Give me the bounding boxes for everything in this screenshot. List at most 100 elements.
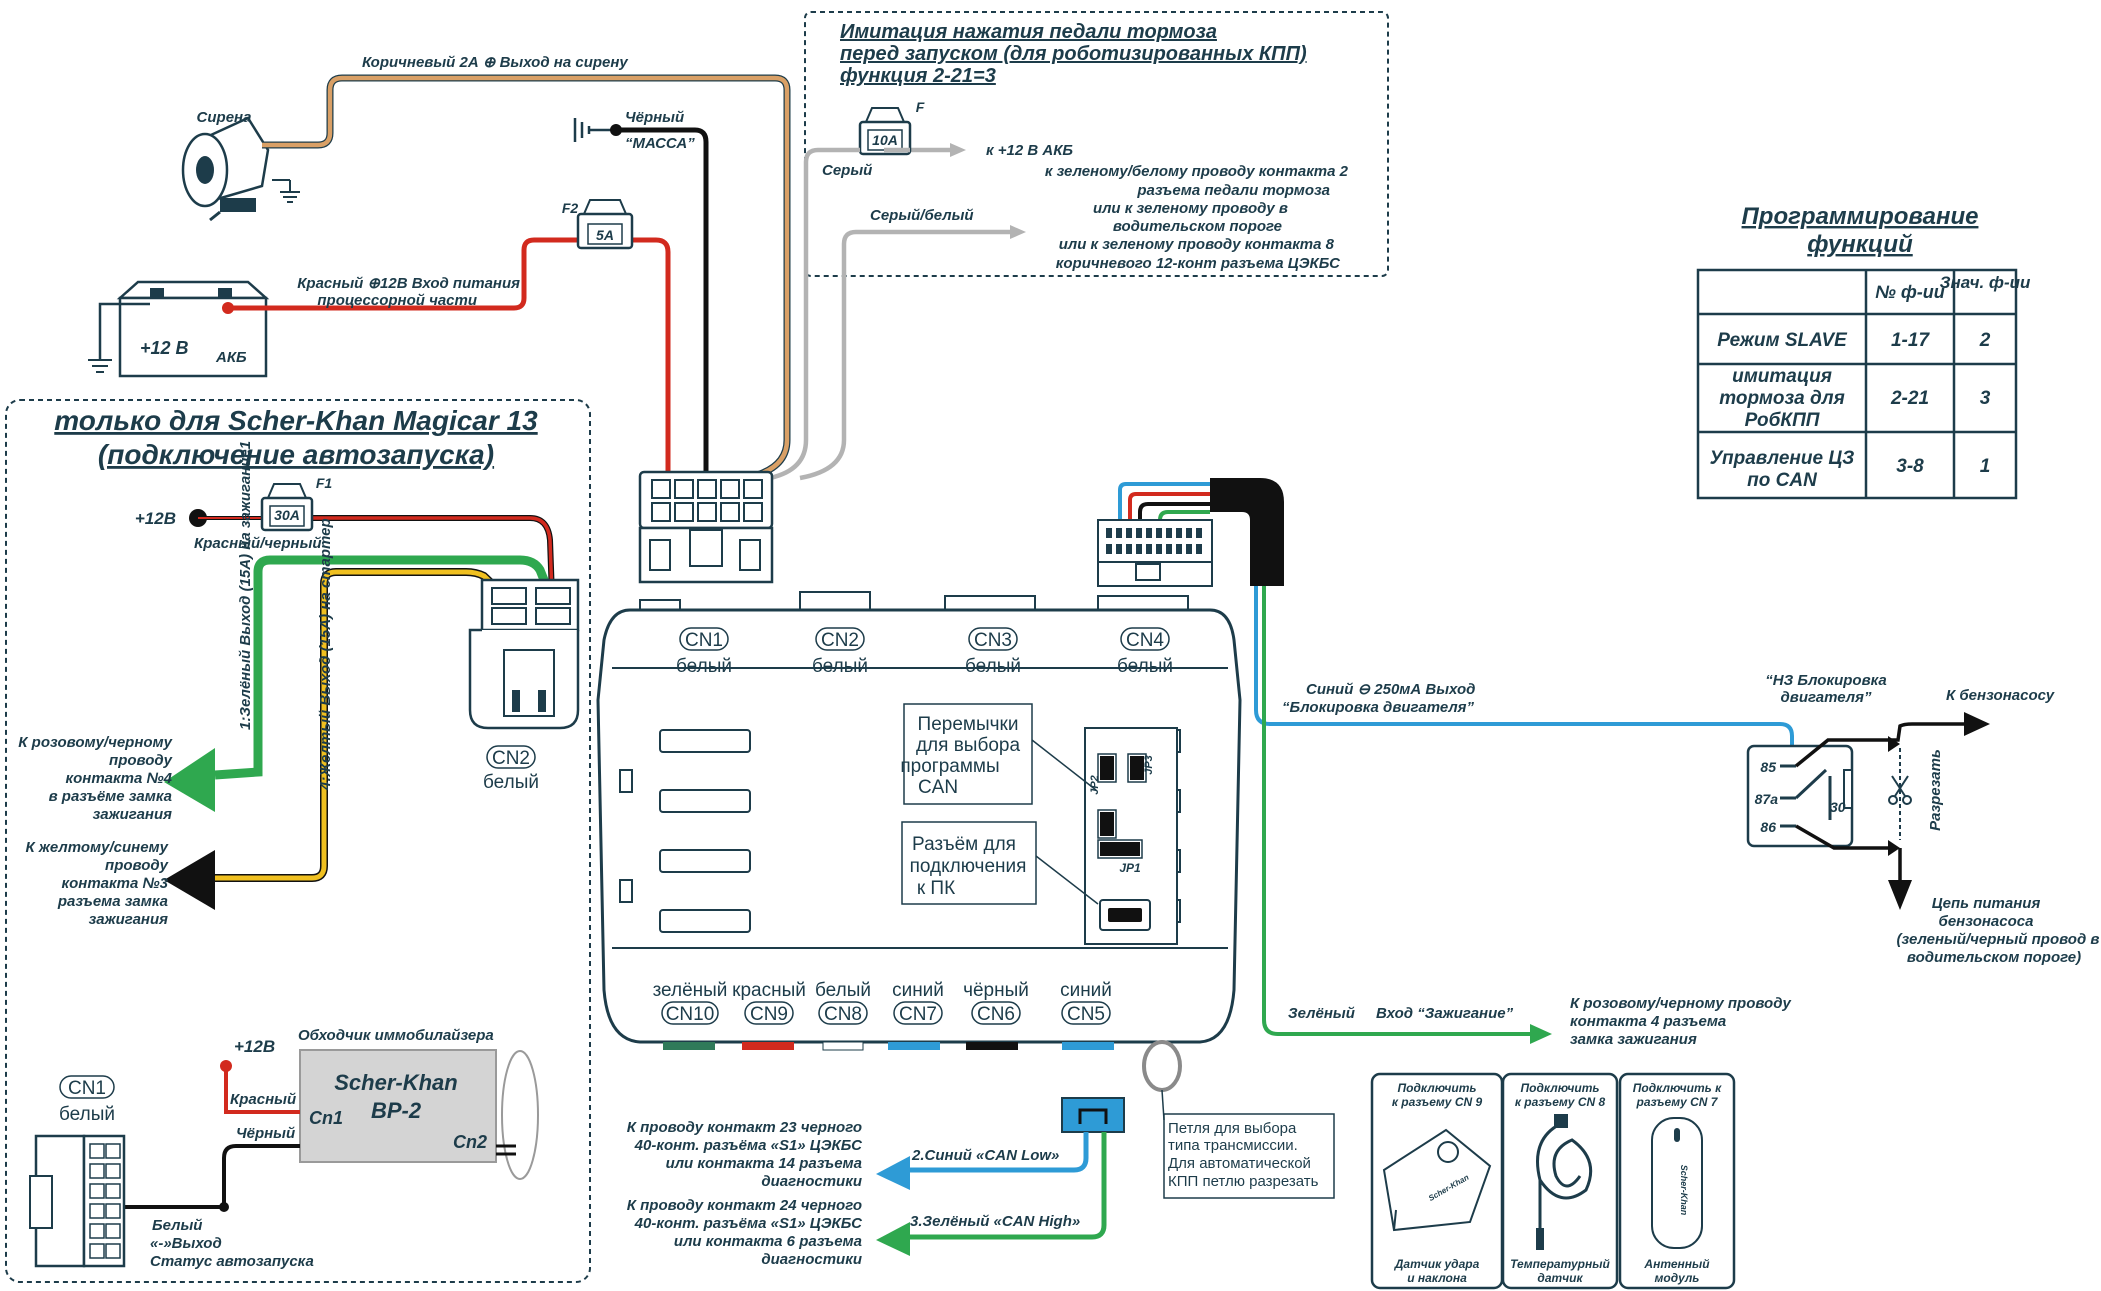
circuit-3: водительском пороге) xyxy=(1907,949,2081,966)
can-high-arrow xyxy=(876,1222,910,1256)
jp1-label: JP1 xyxy=(1119,861,1141,875)
cn1-top-color: белый xyxy=(676,656,732,677)
can-low-desc-0: К проводу контакт 23 черного xyxy=(627,1119,862,1136)
row1-name-1: тормоза для xyxy=(1719,388,1845,409)
magicar-cn2-color: белый xyxy=(483,772,539,793)
fuse-f2-rating: 5А xyxy=(596,227,614,243)
brake-title-1: Имитация нажатия педали тормоза xyxy=(840,21,1217,43)
loop-note-1: типа трансмиссии. xyxy=(1168,1137,1298,1154)
row1-value: 3 xyxy=(1980,388,1991,409)
ignition-input-wire-label: Зелёный xyxy=(1288,1005,1355,1022)
to-battery-label: к +12 В АКБ xyxy=(986,142,1073,159)
pump-circuit-arrow xyxy=(1888,880,1912,910)
acc2-top-1: разъему CN 7 xyxy=(1636,1095,1719,1109)
siren-wire xyxy=(262,75,790,481)
jumpers-note-1: для выбора xyxy=(916,735,1021,756)
starter-wire-label: 4:Желтый Выход (15А) на стартер xyxy=(317,518,334,791)
siren-wire-label: Коричневый 2А ⊕ Выход на сирену xyxy=(362,54,628,71)
bypass-black-wire xyxy=(124,1144,300,1209)
power-connector xyxy=(638,470,774,584)
status-1: «-»Выход xyxy=(150,1235,222,1252)
immob-wire-label-1: Синий ⊖ 250мА Выход xyxy=(1306,681,1475,698)
gray-wire-label: Серый xyxy=(822,162,872,179)
power-wire-b xyxy=(632,237,671,478)
starter-wire xyxy=(215,569,507,881)
ignition-input-wire xyxy=(1262,586,1530,1036)
magicar-cn1-connector xyxy=(29,1134,126,1268)
table-header-value: Знач. ф-ии xyxy=(1940,273,2031,292)
accessory-temperature-sensor xyxy=(1501,1072,1619,1290)
status-0: Белый xyxy=(152,1217,202,1234)
pc-note-2: к ПК xyxy=(917,878,955,899)
ignition-input-arrow xyxy=(1530,1024,1552,1044)
immob-wire-label-2: “Блокировка двигателя” xyxy=(1282,699,1475,716)
magicar-cn2-name: CN2 xyxy=(492,748,530,769)
start-desc-3: разъема замка xyxy=(57,893,168,910)
fuse-f2-name: F2 xyxy=(562,200,579,216)
table-header-func: № ф-ии xyxy=(1875,282,1945,302)
relay-pin-87a: 87а xyxy=(1755,791,1779,807)
brake-desc-2: или к зеленому проводу в xyxy=(1093,200,1288,217)
cn9-color: красный xyxy=(732,980,806,1001)
jp2-label: JP2 xyxy=(1089,775,1101,795)
can-blue-wire-top xyxy=(1118,482,1210,520)
brake-desc-3: водительском пороге xyxy=(1113,218,1282,235)
battery-ground-icon xyxy=(88,359,112,373)
jp3-label: JP3 xyxy=(1143,755,1155,775)
can-high-desc-2: или контакта 6 разъема xyxy=(674,1233,862,1250)
magicar-power-wire xyxy=(312,516,554,597)
row2-name-0: Управление ЦЗ xyxy=(1710,448,1855,469)
programming-title-2: функций xyxy=(1807,231,1913,258)
accessory-shock-sensor xyxy=(1370,1072,1504,1290)
gray-white-label: Серый/белый xyxy=(870,207,974,224)
fuse-f-rating: 10А xyxy=(872,132,898,148)
cn2-top-name: CN2 xyxy=(821,630,859,651)
jumpers-note-2: программы xyxy=(900,756,999,777)
relay-title-1: “НЗ Блокировка xyxy=(1765,672,1887,689)
cn7-color: синий xyxy=(892,980,944,1001)
can-low-label: 2.Синий «CAN Low» xyxy=(911,1147,1059,1164)
cn1-top-name: CN1 xyxy=(685,630,723,651)
pump-wire-top xyxy=(1794,722,1964,768)
magicar-red-black-label: Красный/черный xyxy=(194,535,322,552)
loop-callout xyxy=(1163,1113,1335,1199)
ign-desc-4: зажигания xyxy=(93,806,173,823)
row0-value: 2 xyxy=(1979,330,1991,351)
fuse-f1-rating: 30А xyxy=(274,507,300,523)
row2-value: 1 xyxy=(1980,456,1991,477)
brake-desc-0: к зеленому/белому проводу контакта 2 xyxy=(1045,163,1349,180)
siren-icon xyxy=(181,116,270,222)
acc0-top-1: к разъему CN 9 xyxy=(1392,1095,1483,1109)
ignition-input-label: Вход “Зажигание” xyxy=(1376,1005,1514,1022)
can-low-wire xyxy=(910,1132,1089,1173)
cn8-name: CN8 xyxy=(824,1004,862,1025)
ground-label-1: Чёрный xyxy=(625,109,684,126)
acc1-bottom-1: датчик xyxy=(1537,1271,1583,1285)
can-high-desc-0: К проводу контакт 24 черного xyxy=(627,1197,862,1214)
battery-ground-wire xyxy=(98,302,150,360)
ignition-input-desc-2: замка зажигания xyxy=(1570,1031,1697,1048)
circuit-0: Цепь питания xyxy=(1932,895,2041,912)
ground-icon xyxy=(573,118,615,142)
cn3-top-name: CN3 xyxy=(974,630,1012,651)
ground-wire xyxy=(616,127,709,478)
acc2-bottom-0: Антенный xyxy=(1643,1257,1710,1271)
siren-ground-icon xyxy=(272,179,300,203)
can-green-wire-top xyxy=(1158,510,1210,521)
cn7-name: CN7 xyxy=(899,1004,937,1025)
ign-desc-2: контакта №4 xyxy=(66,770,173,787)
acc0-bottom-0: Датчик удара xyxy=(1394,1257,1480,1271)
battery-icon xyxy=(116,280,270,378)
cn8-color: белый xyxy=(815,980,871,1001)
bypass-module xyxy=(299,1049,497,1163)
ignition-arrow xyxy=(164,748,215,812)
row1-func: 2-21 xyxy=(1890,388,1929,409)
acc2-top-0: Подключить к xyxy=(1633,1081,1722,1095)
magicar-title-2: (подключение автозапуска) xyxy=(98,439,494,470)
bypass-title: Обходчик иммобилайзера xyxy=(298,1027,494,1044)
top-connector-labels xyxy=(679,627,1170,651)
brake-title-3: функция 2-21=3 xyxy=(840,65,996,87)
acc0-top-0: Подключить xyxy=(1398,1081,1477,1095)
brake-desc-4: или к зеленому проводу контакта 8 xyxy=(1059,236,1335,253)
can-connector-small xyxy=(1061,1097,1125,1133)
